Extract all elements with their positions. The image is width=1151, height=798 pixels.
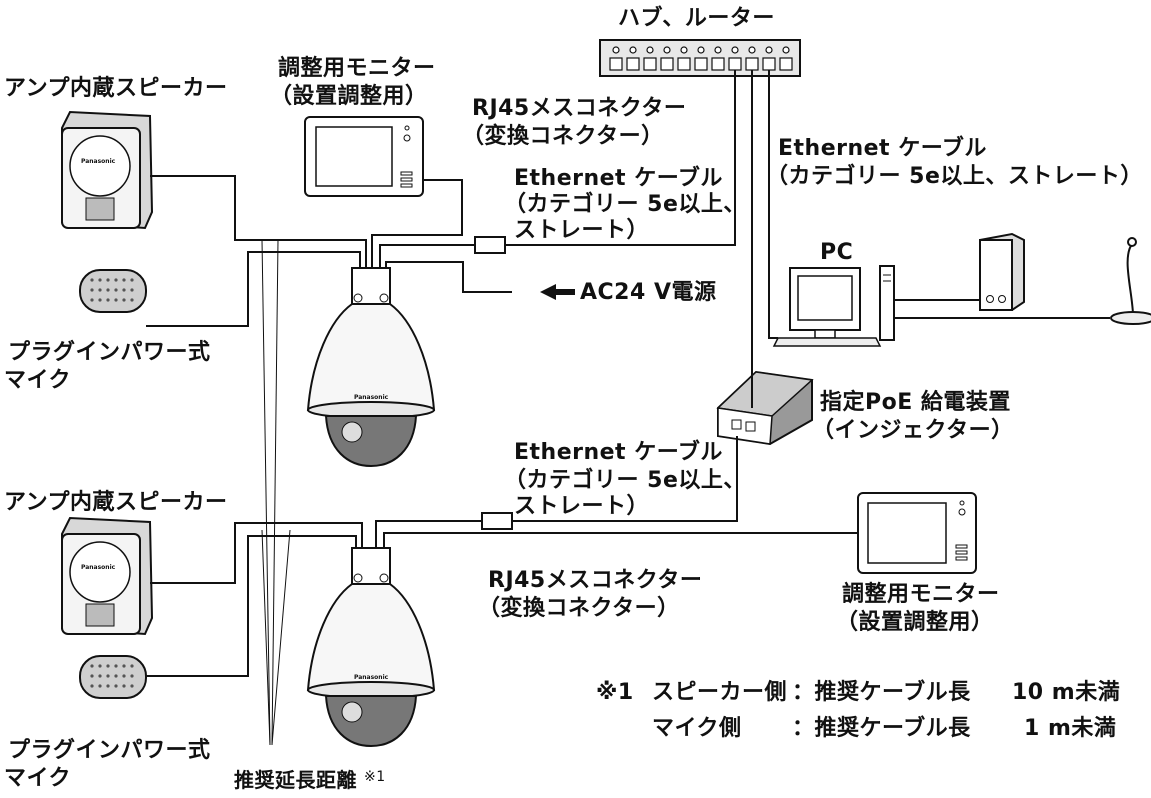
- eth-top-label-2: （カテゴリー 5e以上、: [504, 192, 746, 217]
- eth-mid-label-2: （カテゴリー 5e以上、: [504, 468, 746, 493]
- monitor-bottom-label-1: 調整用モニター: [842, 582, 1000, 607]
- brand-camera-bottom: Panasonic: [354, 674, 389, 681]
- note-mic-side: マイク側: [652, 716, 742, 741]
- speaker-top-label: アンプ内蔵スピーカー: [4, 76, 228, 101]
- note-mic-sep: ：推奨ケーブル長: [792, 716, 971, 741]
- pc-label: PC: [820, 240, 854, 265]
- desk-mic-icon: [1110, 237, 1151, 325]
- monitor-top-label-2: （設置調整用）: [270, 84, 428, 109]
- distance-note-mark: ※1: [364, 769, 386, 785]
- rj45-bottom-label-1: RJ45メスコネクター: [488, 568, 703, 593]
- pc-speaker-icon: [979, 232, 1025, 311]
- poe-label-1: 指定PoE 給電装置: [820, 390, 1011, 415]
- brand-speaker-top: Panasonic: [81, 158, 116, 165]
- eth-right-label-1: Ethernet ケーブル: [778, 136, 987, 161]
- note-speaker-sep: ：推奨ケーブル長: [792, 680, 971, 705]
- brand-speaker-bottom: Panasonic: [81, 564, 116, 571]
- hub-router-icon: [599, 39, 801, 77]
- pc-icon: [772, 265, 895, 347]
- note-mark: ※1: [596, 680, 634, 705]
- monitor-top-icon: [304, 116, 424, 197]
- speaker-bottom-icon: [61, 516, 154, 636]
- mic-top-label-2: マイク: [4, 368, 72, 393]
- speaker-bottom-label: アンプ内蔵スピーカー: [4, 490, 228, 515]
- ac-power-label: AC24 V電源: [580, 280, 717, 305]
- speaker-top-icon: [61, 110, 154, 230]
- distance-label: 推奨延長距離: [234, 768, 357, 792]
- dome-camera-bottom-icon: [306, 547, 436, 748]
- mic-bottom-label-1: プラグインパワー式: [8, 738, 211, 763]
- monitor-bottom-label-2: （設置調整用）: [836, 610, 994, 635]
- monitor-bottom-icon: [857, 492, 977, 574]
- poe-label-2: （インジェクター）: [812, 418, 1014, 443]
- mic-bottom-label-2: マイク: [4, 766, 72, 791]
- eth-top-label-3: ストレート）: [514, 218, 650, 243]
- mic-top-label-1: プラグインパワー式: [8, 340, 211, 365]
- rj45-connector-bottom: [481, 512, 513, 530]
- cables: [146, 70, 1110, 746]
- hub-label: ハブ、ルーター: [618, 6, 775, 31]
- rj45-connector-top: [474, 236, 506, 254]
- monitor-top-label-1: 調整用モニター: [278, 56, 436, 81]
- eth-mid-label-3: ストレート）: [514, 494, 650, 519]
- eth-right-label-2: （カテゴリー 5e以上、ストレート）: [766, 164, 1143, 189]
- note-mic-length: 1 m未満: [1024, 716, 1117, 741]
- poe-injector-icon: [716, 370, 814, 446]
- ac-arrow-icon: [540, 284, 575, 300]
- eth-top-label-1: Ethernet ケーブル: [514, 166, 723, 191]
- note-speaker-length: 10 m未満: [1012, 680, 1121, 705]
- note-speaker-side: スピーカー側: [652, 680, 788, 705]
- eth-mid-label-1: Ethernet ケーブル: [514, 440, 723, 465]
- brand-camera-top: Panasonic: [354, 394, 389, 401]
- rj45-bottom-label-2: （変換コネクター）: [478, 596, 680, 621]
- plugin-mic-top-icon: [79, 269, 147, 313]
- plugin-mic-bottom-icon: [79, 655, 147, 699]
- rj45-top-label-1: RJ45メスコネクター: [472, 96, 687, 121]
- rj45-top-label-2: （変換コネクター）: [462, 124, 664, 149]
- dome-camera-top-icon: [306, 267, 436, 468]
